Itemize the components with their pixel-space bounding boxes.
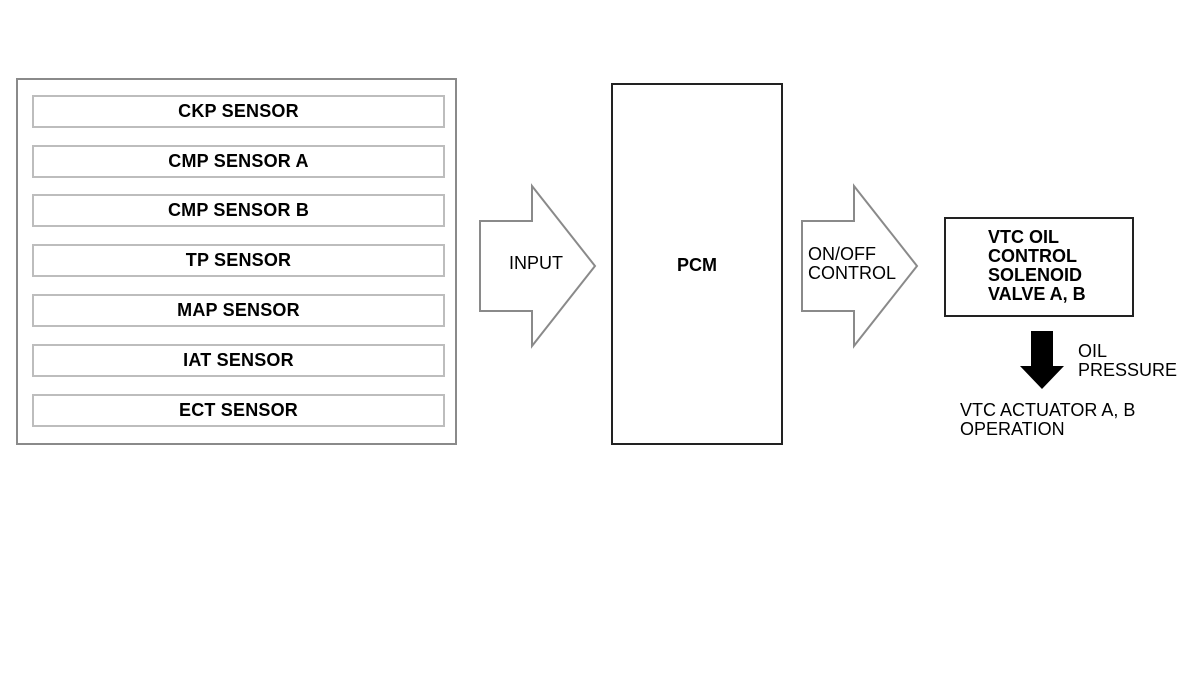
sensor-iat: IAT SENSOR <box>32 344 445 377</box>
sensor-tp: TP SENSOR <box>32 244 445 277</box>
vtc-actuator-label: VTC ACTUATOR A, B OPERATION <box>960 400 1136 439</box>
pcm-box: PCM <box>611 83 783 445</box>
sensor-cmp-a: CMP SENSOR A <box>32 145 445 178</box>
vtc-solenoid-label: VTC OIL CONTROL SOLENOID VALVE A, B <box>988 227 1086 304</box>
sensor-ect: ECT SENSOR <box>32 394 445 427</box>
sensor-map: MAP SENSOR <box>32 294 445 327</box>
input-label: INPUT <box>509 253 563 273</box>
vtc-solenoid-box: VTC OIL CONTROL SOLENOID VALVE A, B <box>944 217 1134 317</box>
sensor-group: CKP SENSOR CMP SENSOR A CMP SENSOR B TP … <box>16 78 457 445</box>
oil-pressure-label: OIL PRESSURE <box>1078 341 1178 380</box>
on-off-control-label: ON/OFF CONTROL <box>808 244 897 283</box>
sensor-ckp: CKP SENSOR <box>32 95 445 128</box>
sensor-cmp-b: CMP SENSOR B <box>32 194 445 227</box>
input-arrow <box>479 183 597 349</box>
oil-pressure-arrow <box>1020 331 1064 389</box>
pcm-label: PCM <box>677 255 717 275</box>
output-arrow <box>801 183 919 349</box>
